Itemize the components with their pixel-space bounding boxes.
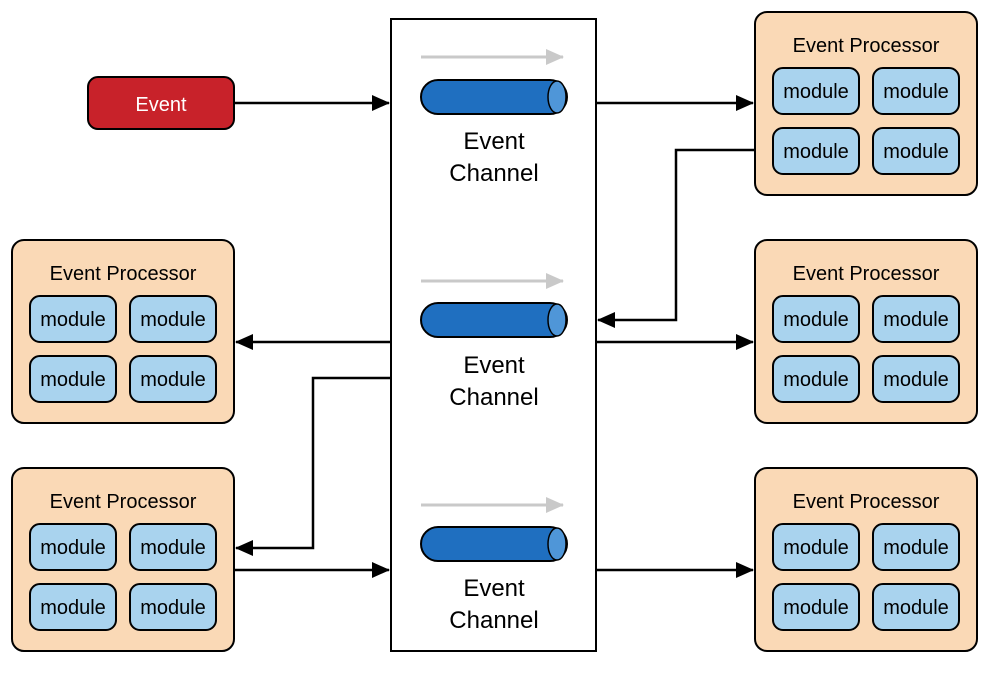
- module-box: [772, 355, 860, 403]
- module-label: module: [783, 369, 849, 391]
- module-box: [29, 523, 117, 571]
- module-box: [772, 127, 860, 175]
- module-box: [129, 355, 217, 403]
- module-label: module: [140, 309, 206, 331]
- module-label: module: [783, 597, 849, 619]
- processor-title: Event Processor: [793, 263, 940, 285]
- module-box: [872, 67, 960, 115]
- pipe-end: [547, 527, 567, 561]
- channel-pipe: [420, 79, 568, 115]
- module-label: module: [883, 369, 949, 391]
- event-processor-middle-left: Event Processor module module module mod…: [11, 239, 235, 424]
- channel-label-line1: Event: [463, 128, 525, 155]
- event-processor-bottom-right: Event Processor module module module mod…: [754, 467, 978, 652]
- module-box: [772, 67, 860, 115]
- channel-label-line2: Channel: [449, 160, 538, 187]
- event-channel-2: Event Channel: [420, 273, 568, 411]
- module-box: [872, 295, 960, 343]
- module-label: module: [883, 81, 949, 103]
- module-label: module: [883, 309, 949, 331]
- module-label: module: [883, 597, 949, 619]
- module-box: [29, 295, 117, 343]
- arrow-channel-2-to-bottom-left-processor: [235, 376, 391, 556]
- processor-title: Event Processor: [50, 263, 197, 285]
- channel-pipe: [420, 302, 568, 338]
- module-box: [872, 127, 960, 175]
- module-label: module: [40, 597, 106, 619]
- pipe-end: [547, 303, 567, 337]
- module-label: module: [140, 369, 206, 391]
- module-box: [872, 355, 960, 403]
- module-box: [129, 295, 217, 343]
- module-box: [772, 295, 860, 343]
- module-box: [872, 523, 960, 571]
- processor-title: Event Processor: [50, 491, 197, 513]
- processor-title: Event Processor: [793, 491, 940, 513]
- module-box: [129, 583, 217, 631]
- event-processor-middle-right: Event Processor module module module mod…: [754, 239, 978, 424]
- channel-label-line2: Channel: [449, 607, 538, 634]
- event-channel-3: Event Channel: [420, 497, 568, 634]
- pipe-end: [547, 80, 567, 114]
- module-label: module: [783, 309, 849, 331]
- channel-label-line1: Event: [463, 575, 525, 602]
- module-label: module: [40, 309, 106, 331]
- module-label: module: [140, 597, 206, 619]
- event-label: Event: [135, 94, 187, 116]
- module-box: [29, 355, 117, 403]
- module-label: module: [883, 537, 949, 559]
- channel-label-line2: Channel: [449, 384, 538, 411]
- module-label: module: [40, 537, 106, 559]
- channel-pipe: [420, 526, 568, 562]
- module-label: module: [783, 141, 849, 163]
- processor-title: Event Processor: [793, 35, 940, 57]
- module-box: [772, 523, 860, 571]
- event-processor-bottom-left: Event Processor module module module mod…: [11, 467, 235, 652]
- event-channel-1: Event Channel: [420, 49, 568, 187]
- connectors: [234, 95, 755, 578]
- channel-label-line1: Event: [463, 352, 525, 379]
- module-label: module: [140, 537, 206, 559]
- module-box: [772, 583, 860, 631]
- module-label: module: [783, 81, 849, 103]
- arrow-processor-to-channel-2: [597, 148, 755, 328]
- module-label: module: [40, 369, 106, 391]
- module-label: module: [883, 141, 949, 163]
- module-box: [129, 523, 217, 571]
- event-source: Event: [87, 76, 235, 130]
- event-processor-top-right: Event Processor module module module mod…: [754, 11, 978, 196]
- module-box: [29, 583, 117, 631]
- module-label: module: [783, 537, 849, 559]
- module-box: [872, 583, 960, 631]
